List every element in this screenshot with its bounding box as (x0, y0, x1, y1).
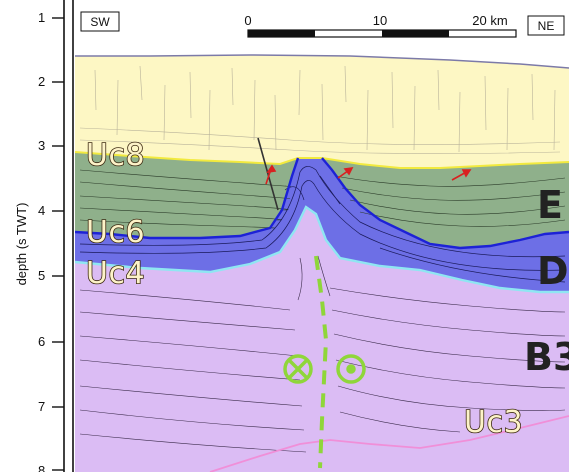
axis-ticks (52, 17, 64, 471)
scale-bar (247, 29, 517, 38)
ne-label-box (527, 15, 565, 36)
unit-label-uc8: Uc8 (86, 138, 145, 173)
unit-label-uc4: Uc4 (86, 256, 145, 291)
tick-label-8: 8 (38, 463, 45, 472)
unit-label-uc6: Uc6 (86, 215, 145, 250)
unit-yellow-fill (75, 55, 569, 168)
sw-label: SW (90, 15, 110, 29)
header-band (75, 0, 569, 52)
tick-label-4: 4 (38, 203, 45, 218)
unit-purple-fill (75, 207, 569, 472)
horizon-uc3-pink (209, 415, 569, 472)
unit-blue-fill (75, 158, 569, 292)
green-unit-reflectors-right (334, 175, 566, 227)
yellow-unit-texture (79, 65, 561, 154)
sw-label-box (80, 11, 120, 32)
purple-unit-reflectors (79, 255, 566, 453)
horizon-uc6-blue (74, 157, 569, 250)
unit-label-uc3: Uc3 (464, 405, 523, 440)
axis-title: depth (s TWT) (14, 203, 29, 286)
blue-unit-reflectors (79, 166, 566, 283)
out-of-page-marker (336, 354, 366, 384)
strike-slip-fault-dashed (314, 255, 329, 469)
tick-label-1: 1 (38, 10, 45, 25)
scale-label-10: 10 (373, 13, 387, 28)
seabed-horizon (75, 54, 569, 69)
zone-label-b3: B3 (524, 335, 569, 379)
tick-label-6: 6 (38, 334, 45, 349)
horizon-uc4-cyan (74, 205, 569, 294)
zone-label-e: E (537, 183, 563, 227)
axis-panel (0, 0, 75, 472)
normal-fault (257, 137, 279, 211)
tick-label-2: 2 (38, 74, 45, 89)
tick-label-5: 5 (38, 268, 45, 283)
ne-label: NE (538, 19, 555, 33)
fault-motion-arrows (265, 164, 472, 185)
zone-label-d: D (537, 249, 569, 293)
unit-green-fill (75, 152, 298, 238)
into-page-marker (283, 354, 313, 384)
tick-label-3: 3 (38, 138, 45, 153)
scale-label-0: 0 (244, 13, 251, 28)
tick-label-7: 7 (38, 399, 45, 414)
scale-label-20: 20 km (472, 13, 507, 28)
